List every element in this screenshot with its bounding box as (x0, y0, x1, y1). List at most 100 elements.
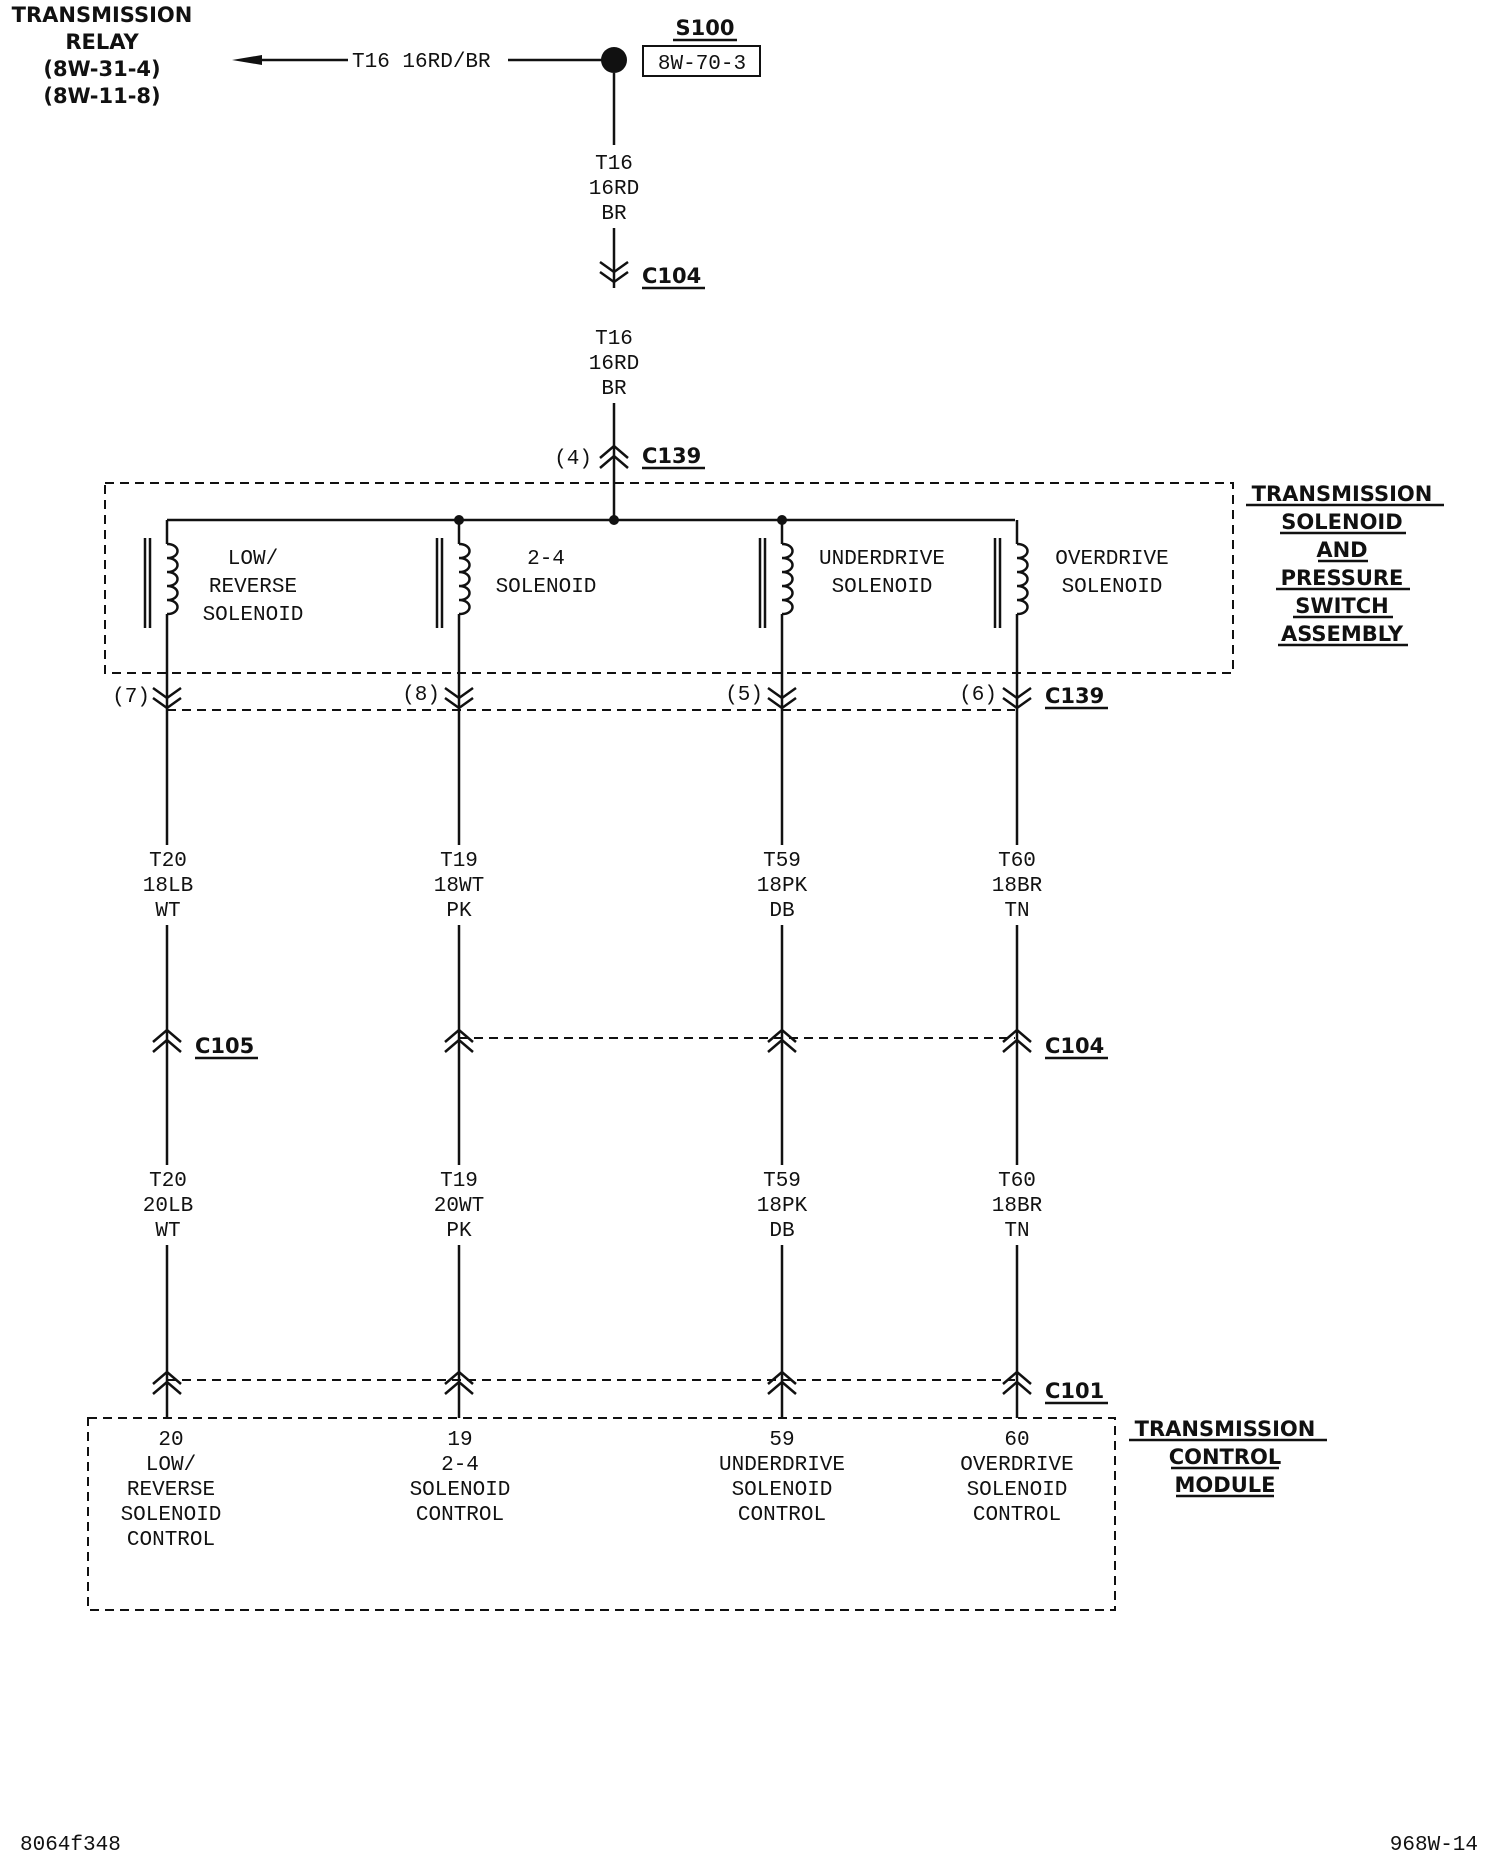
connector-label-c101: C101 (1045, 1379, 1104, 1403)
pin-number: (6) (959, 684, 997, 707)
splice-ref: 8W-70-3 (658, 53, 746, 76)
splice-s100: S100 8W-70-3 (601, 16, 761, 77)
circuit-wire (444, 686, 474, 1418)
wire-tracer: BR (601, 378, 627, 401)
connector-c139-feed (599, 444, 629, 469)
wire-gauge-color: 18BR (992, 875, 1043, 898)
page-ref: 968W-14 (1390, 1834, 1478, 1857)
relay-label-line: (8W-31-4) (43, 57, 160, 81)
solenoid-label-line: LOW/ (228, 548, 278, 571)
tcm-terminal-60: 60 OVERDRIVE SOLENOID CONTROL (960, 1429, 1073, 1527)
tcm-terminal-line: SOLENOID (410, 1479, 511, 1502)
wire-circuit: T60 (998, 1170, 1036, 1193)
tcm-terminal-line: UNDERDRIVE (719, 1454, 845, 1477)
tcm-label-line: MODULE (1175, 1473, 1276, 1497)
tcm-terminal-line: 20 (158, 1429, 183, 1452)
tcm-terminal-line: CONTROL (973, 1504, 1061, 1527)
circuit-t59-labels: T59 18PK DB T59 18PK DB (757, 850, 808, 1243)
wire-circuit: T16 (595, 153, 633, 176)
wire-gauge-color: 16RD (589, 178, 639, 201)
wire-circuit: T16 (595, 328, 633, 351)
wire-gauge-color: 18WT (434, 875, 484, 898)
pin-number: (4) (554, 448, 592, 471)
solenoid-label-line: SOLENOID (832, 576, 933, 599)
tcm-terminal-59: 59 UNDERDRIVE SOLENOID CONTROL (719, 1429, 845, 1527)
assembly-label-line: AND (1316, 538, 1367, 562)
solenoid-coil-icon (758, 520, 794, 690)
circuit-wire (1002, 686, 1032, 1418)
tcm-terminal-19: 19 2-4 SOLENOID CONTROL (410, 1429, 511, 1527)
wire-circuit: T59 (763, 850, 801, 873)
tcm-terminal-20: 20 LOW/ REVERSE SOLENOID CONTROL (121, 1429, 222, 1552)
pin-number: (8) (402, 684, 440, 707)
connector-c104-feed (599, 260, 629, 284)
circuit-t60-labels: T60 18BR TN T60 18BR TN (992, 850, 1043, 1243)
tcm-outline (87, 1417, 1116, 1611)
wire-circuit: T19 (440, 1170, 478, 1193)
tcm-label: TRANSMISSION CONTROL MODULE (1129, 1417, 1327, 1498)
relay-label: TRANSMISSION RELAY (8W-31-4) (8W-11-8) (12, 3, 193, 108)
solenoid-assembly-outline (104, 482, 1234, 674)
tcm-terminal-line: 2-4 (441, 1454, 479, 1477)
circuit-wire (152, 686, 182, 1418)
wire-circuit: T20 (149, 1170, 187, 1193)
solenoid-label-line: 2-4 (527, 548, 565, 571)
wire-gauge-color: 20WT (434, 1195, 484, 1218)
relay-label-line: RELAY (65, 30, 139, 54)
wire-tracer: BR (601, 203, 627, 226)
wire-gauge-color: 20LB (143, 1195, 193, 1218)
tcm-terminal-line: SOLENOID (967, 1479, 1068, 1502)
arrow-left-icon (232, 55, 262, 65)
solenoid-label-underdrive: UNDERDRIVE SOLENOID (819, 548, 945, 599)
pin-number: (5) (725, 684, 763, 707)
tcm-terminal-line: SOLENOID (121, 1504, 222, 1527)
splice-dot-icon (601, 47, 627, 73)
wire-tracer: TN (1004, 1220, 1029, 1243)
wire-tracer: PK (446, 900, 472, 923)
connector-label-c105: C105 (195, 1034, 254, 1058)
wire-gauge-color: 18PK (757, 1195, 808, 1218)
tcm-terminal-line: 19 (447, 1429, 472, 1452)
solenoid-label-line: REVERSE (209, 576, 297, 599)
feed-wire: T16 16RD BR C104 T16 16RD BR (4) C139 (554, 73, 705, 520)
solenoid-assembly-label: TRANSMISSION SOLENOID AND PRESSURE SWITC… (1246, 482, 1444, 647)
junction-dot-icon (609, 515, 619, 525)
wire-tracer: TN (1004, 900, 1029, 923)
tcm-terminal-line: REVERSE (127, 1479, 215, 1502)
solenoid-label-line: OVERDRIVE (1055, 548, 1168, 571)
solenoid-coil-icon (993, 520, 1029, 690)
tcm-terminal-line: 59 (769, 1429, 794, 1452)
tcm-label-line: TRANSMISSION (1135, 1417, 1316, 1441)
relay-label-line: (8W-11-8) (43, 84, 160, 108)
tcm-terminal-line: 60 (1004, 1429, 1029, 1452)
splice-name: S100 (676, 16, 735, 40)
tcm-terminal-line: CONTROL (416, 1504, 504, 1527)
relay-label-line: TRANSMISSION (12, 3, 193, 27)
assembly-label-line: PRESSURE (1281, 566, 1404, 590)
tcm-terminal-line: OVERDRIVE (960, 1454, 1073, 1477)
wire-tracer: WT (155, 1220, 180, 1243)
wire-gauge-color: 16RD (589, 353, 639, 376)
relay-wire-label: T16 16RD/BR (352, 51, 491, 74)
connector-label-c139: C139 (642, 444, 701, 468)
tcm-terminal-line: LOW/ (146, 1454, 196, 1477)
solenoid-coils (143, 520, 1029, 690)
connector-label-c104: C104 (1045, 1034, 1104, 1058)
wire-circuit: T60 (998, 850, 1036, 873)
wire-tracer: DB (769, 900, 794, 923)
solenoid-coil-icon (435, 520, 471, 690)
tcm-terminal-line: SOLENOID (732, 1479, 833, 1502)
tcm-label-line: CONTROL (1169, 1445, 1282, 1469)
solenoid-label-low-reverse: LOW/ REVERSE SOLENOID (203, 548, 304, 627)
wire-gauge-color: 18PK (757, 875, 808, 898)
wire-gauge-color: 18BR (992, 1195, 1043, 1218)
connector-label-c139: C139 (1045, 684, 1104, 708)
assembly-label-line: SWITCH (1295, 594, 1388, 618)
figure-id: 8064f348 (20, 1834, 121, 1857)
relay-feed-wire: T16 16RD/BR (232, 51, 612, 74)
wire-tracer: DB (769, 1220, 794, 1243)
circuit-t19-labels: T19 18WT PK T19 20WT PK (434, 850, 484, 1243)
solenoid-label-line: SOLENOID (496, 576, 597, 599)
assembly-label-line: TRANSMISSION (1252, 482, 1433, 506)
